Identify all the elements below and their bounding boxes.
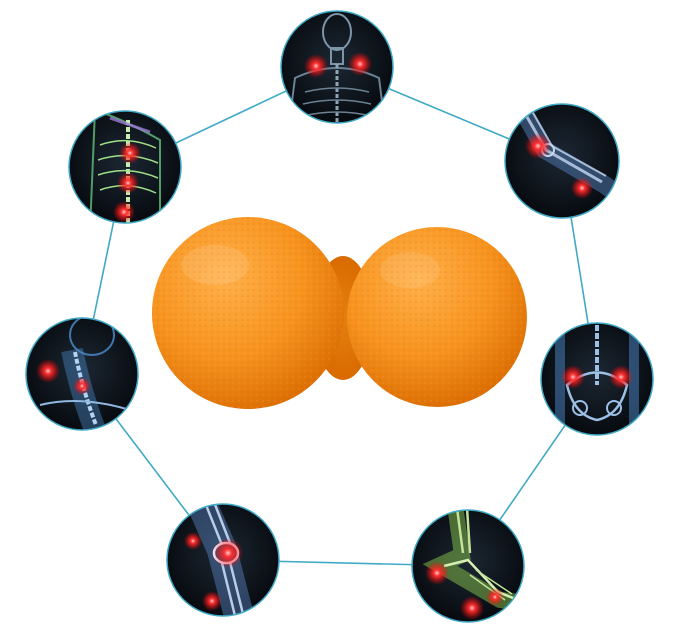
massage-ball [152,217,527,409]
badge-elbow [504,103,620,219]
knee-x-ray-icon [184,504,255,616]
cervical-spine-x-ray-icon [36,318,131,430]
foot-x-ray-icon [422,510,524,620]
badge-upper-back [68,110,182,224]
badge-neck-shoulders [280,10,394,124]
badge-knee [166,503,280,617]
badge-cervical-spine [25,317,139,431]
badge-lower-back-hips [540,322,654,436]
pelvis-x-ray-icon [555,325,639,430]
badge-ankle-foot [411,509,525,623]
